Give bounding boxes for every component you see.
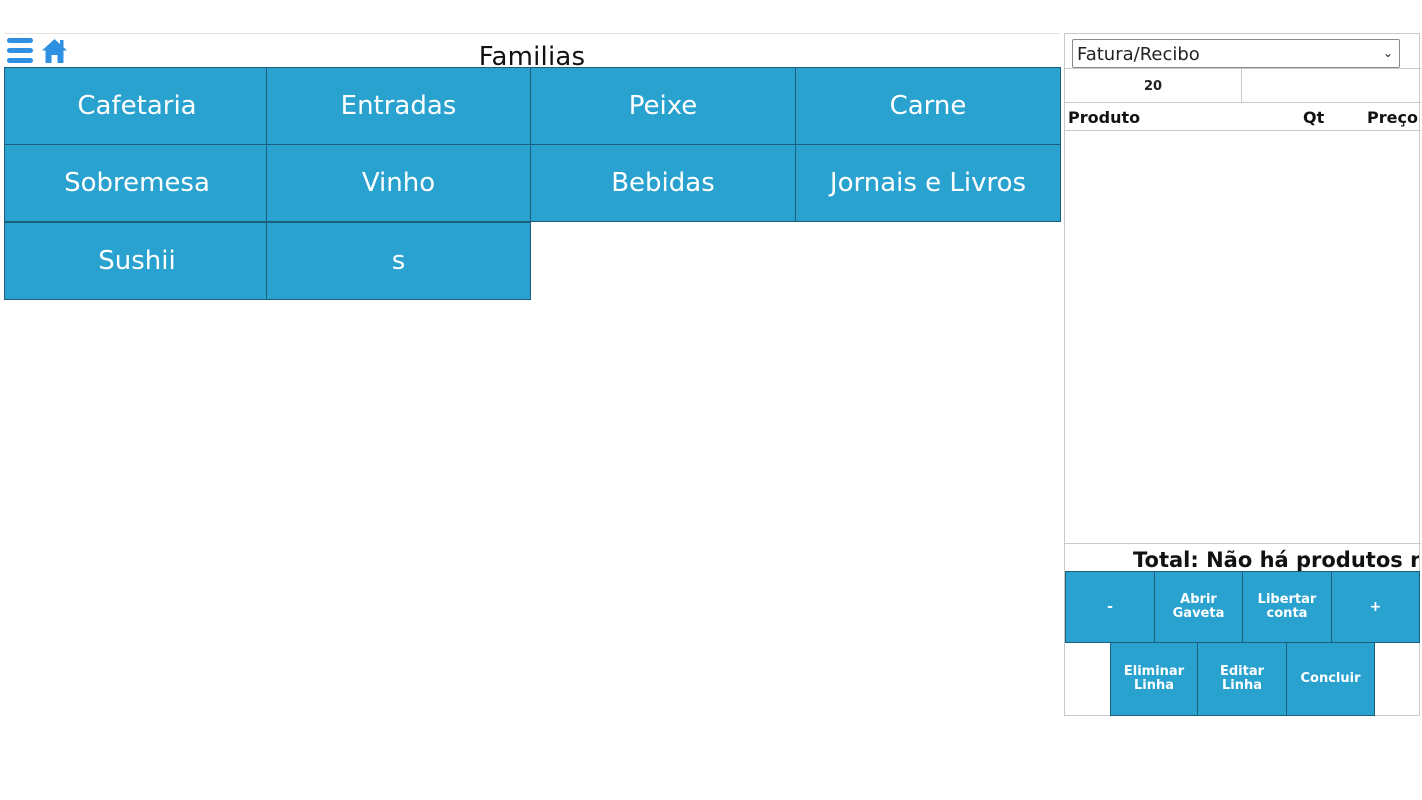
family-button-bebidas[interactable]: Bebidas <box>530 144 796 222</box>
family-button-s[interactable]: s <box>266 222 531 300</box>
document-type-select[interactable]: Fatura/Recibo ⌄ <box>1072 39 1400 68</box>
edit-line-button[interactable]: Editar Linha <box>1197 642 1287 716</box>
family-button-sobremesa[interactable]: Sobremesa <box>4 144 270 222</box>
column-header-qty: Qt <box>1303 108 1325 127</box>
hamburger-menu-icon[interactable] <box>7 38 33 64</box>
order-lines-list[interactable] <box>1065 131 1421 544</box>
column-header-price: Preço <box>1367 108 1418 127</box>
family-button-sushii[interactable]: Sushii <box>4 222 270 300</box>
family-button-jornais-e-livros[interactable]: Jornais e Livros <box>795 144 1061 222</box>
order-list-header: Produto Qt Preço <box>1065 103 1421 131</box>
column-header-product: Produto <box>1068 108 1141 127</box>
increase-button[interactable]: + <box>1331 571 1420 643</box>
order-total: Total: Não há produtos no <box>1065 544 1419 572</box>
family-button-cafetaria[interactable]: Cafetaria <box>4 67 270 145</box>
order-panel: Fatura/Recibo ⌄ 20 Produto Qt Preço Tota… <box>1064 33 1421 716</box>
family-button-vinho[interactable]: Vinho <box>266 144 531 222</box>
release-account-button[interactable]: Libertar conta <box>1242 571 1332 643</box>
table-number: 20 <box>1065 69 1242 103</box>
home-icon[interactable] <box>40 37 69 65</box>
family-button-carne[interactable]: Carne <box>795 67 1061 145</box>
total-text: Total: Não há produtos no <box>1133 548 1419 572</box>
document-type-value: Fatura/Recibo <box>1077 44 1200 65</box>
delete-line-button[interactable]: Eliminar Linha <box>1110 642 1198 716</box>
order-info-row: 20 <box>1065 68 1421 103</box>
decrease-button[interactable]: - <box>1065 571 1155 643</box>
finish-button[interactable]: Concluir <box>1286 642 1375 716</box>
chevron-down-icon: ⌄ <box>1382 46 1393 60</box>
family-button-peixe[interactable]: Peixe <box>530 67 796 145</box>
header-divider <box>4 33 1060 34</box>
family-button-entradas[interactable]: Entradas <box>266 67 531 145</box>
open-drawer-button[interactable]: Abrir Gaveta <box>1154 571 1243 643</box>
